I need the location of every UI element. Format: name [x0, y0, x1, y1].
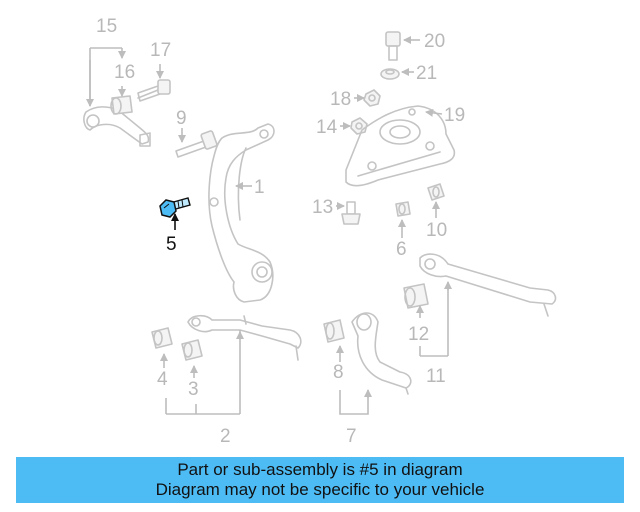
callout-11: 11 — [426, 366, 446, 387]
callout-2: 2 — [220, 426, 231, 447]
bushing-part-16 — [110, 95, 133, 115]
parts-diagram: 15 16 17 9 1 5 20 21 18 14 19 13 6 10 12… — [83, 16, 557, 447]
callout-1: 1 — [254, 177, 265, 198]
subframe-bracket-part-19 — [345, 105, 456, 187]
callout-14: 14 — [316, 117, 338, 138]
leader-lines — [86, 36, 452, 415]
banner-line-2: Diagram may not be specific to your vehi… — [155, 480, 485, 499]
callout-12: 12 — [408, 324, 429, 345]
nut-part-14 — [350, 117, 368, 135]
callout-20: 20 — [424, 31, 445, 52]
info-banner: Part or sub-assembly is #5 in diagram Di… — [16, 457, 624, 503]
callout-15: 15 — [96, 16, 117, 37]
bolt-part-5 — [159, 197, 191, 218]
callout-5: 5 — [166, 234, 177, 255]
control-arm-part-7 — [351, 312, 412, 395]
bushing-part-3 — [181, 339, 203, 361]
callout-3: 3 — [188, 379, 199, 400]
bolt-part-17 — [137, 79, 171, 102]
steering-knuckle-part-1 — [208, 123, 275, 303]
bushing-part-8 — [323, 319, 345, 343]
callout-17: 17 — [150, 40, 171, 61]
callout-8: 8 — [333, 362, 344, 383]
control-arm-part-11 — [419, 253, 557, 317]
callout-19: 19 — [444, 105, 465, 126]
bushing-part-4 — [151, 327, 173, 349]
callout-18: 18 — [330, 89, 351, 110]
nut-part-18 — [363, 89, 381, 107]
lower-control-arm-part-2 — [187, 314, 302, 361]
bushing-part-12 — [403, 283, 429, 309]
callout-6: 6 — [396, 239, 407, 260]
callout-9: 9 — [176, 108, 187, 129]
callout-16: 16 — [114, 62, 135, 83]
bolt-part-20 — [385, 31, 401, 61]
bolt-part-9 — [175, 130, 218, 158]
callout-4: 4 — [157, 369, 168, 390]
banner-line-1: Part or sub-assembly is #5 in diagram — [177, 460, 463, 479]
callout-10: 10 — [426, 220, 447, 241]
bushing-part-10 — [427, 183, 445, 201]
callout-21: 21 — [416, 63, 437, 84]
bolt-part-13 — [341, 201, 361, 225]
callout-13: 13 — [312, 197, 333, 218]
callout-7: 7 — [346, 426, 357, 447]
washer-part-21 — [380, 68, 400, 80]
bushing-part-6 — [395, 201, 411, 217]
